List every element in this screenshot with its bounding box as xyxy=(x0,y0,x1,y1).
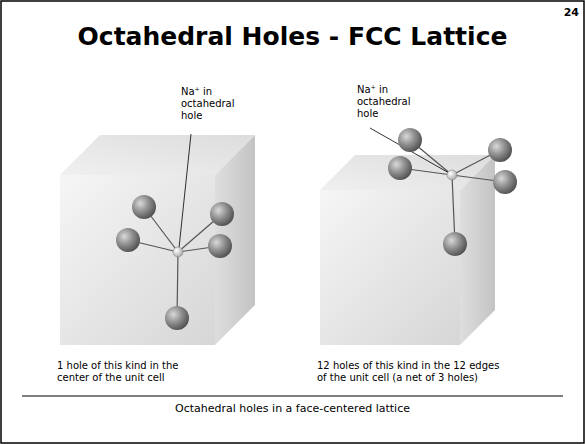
slide-title: Octahedral Holes - FCC Lattice xyxy=(0,22,585,51)
atom-label: Na⁺ in octahedral hole xyxy=(357,84,427,120)
hole-note: 1 hole of this kind in the center of the… xyxy=(57,360,197,384)
page-number: 24 xyxy=(545,6,579,19)
hole-note: 12 holes of this kind in the 12 edges of… xyxy=(317,360,507,384)
figure-caption: Octahedral holes in a face-centered latt… xyxy=(0,402,585,415)
atom-label: Na⁺ in octahedral hole xyxy=(181,86,251,122)
